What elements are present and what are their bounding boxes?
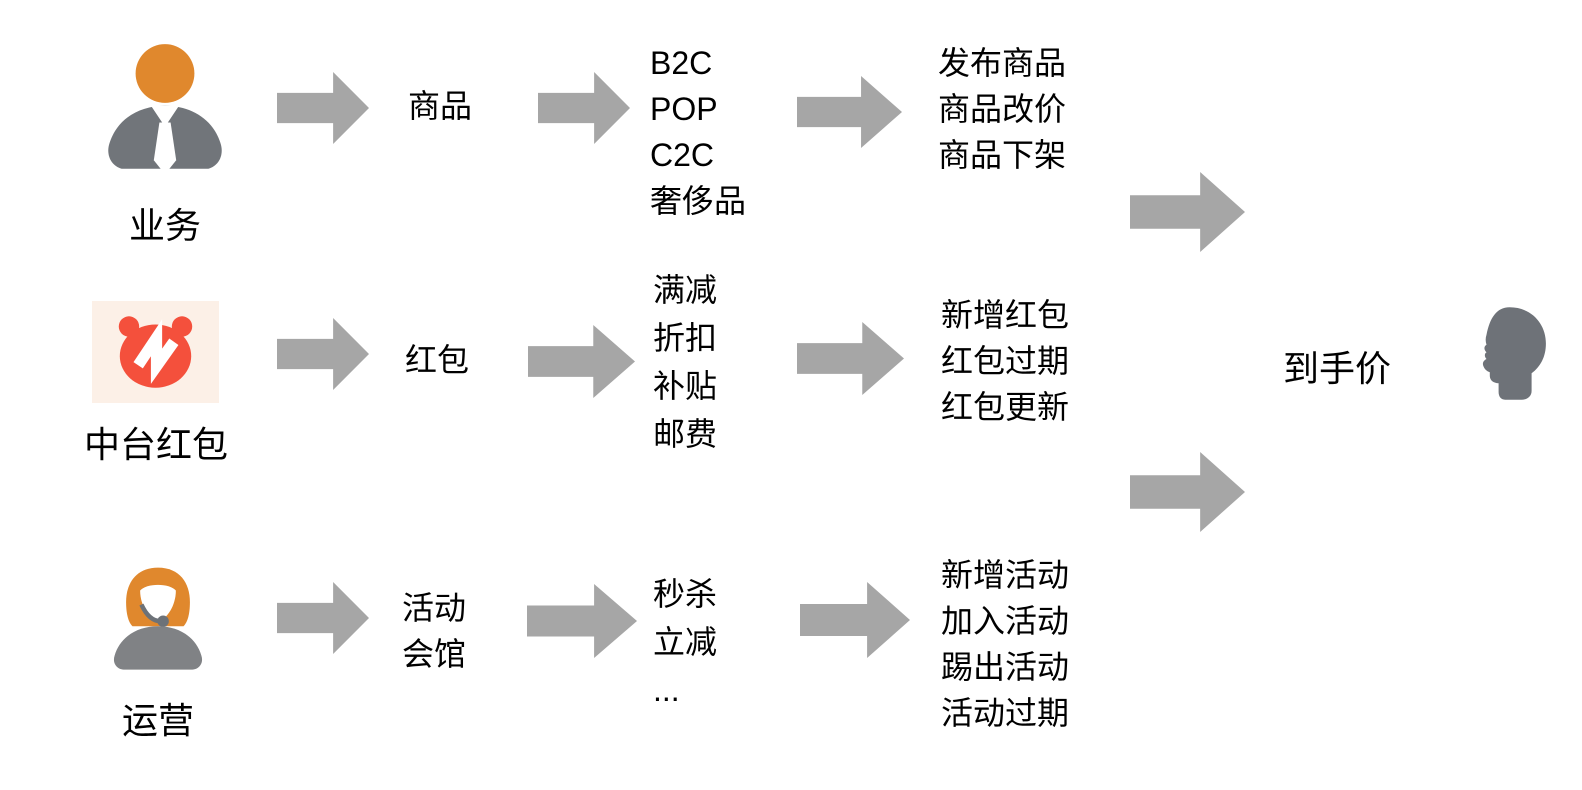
list-item: 新增红包 [941,297,1070,333]
actor-label-business: 业务 [128,205,201,246]
flow-arrow-icon [538,72,630,144]
flow-arrow-icon [800,582,910,658]
list-item: B2C [650,45,713,81]
actor-label-operations: 运营 [121,700,194,741]
redpacket-events-list: 新增红包 红包过期 红包更新 [941,292,1069,430]
list-item: 红包更新 [941,389,1070,425]
flow-arrow-icon [527,584,637,658]
activity-types-list: 秒杀 立减 ... [653,570,717,714]
flow-arrow-icon [277,318,369,390]
product-types-list: B2C POP C2C 奢侈品 [650,40,746,224]
converge-arrow-top-icon [1130,172,1245,252]
list-item: 立减 [653,624,718,660]
list-item: 新增活动 [941,557,1070,593]
domain-line: 商品 [408,88,473,124]
list-item: 红包过期 [941,343,1070,379]
flow-arrow-icon [797,322,904,395]
list-item: 踢出活动 [941,649,1070,685]
domain-redpacket: 红包 [405,337,469,383]
list-item: 加入活动 [941,603,1070,639]
businessman-icon [95,36,235,188]
list-item: 奢侈品 [650,183,747,219]
list-item: C2C [650,137,715,173]
domain-product: 商品 [408,83,472,129]
list-item: 邮费 [653,416,718,452]
list-item: 秒杀 [653,576,718,612]
list-item: 满减 [653,272,718,308]
flow-arrow-icon [277,72,369,144]
list-item: POP [650,91,718,127]
consumer-head-icon [1448,293,1558,425]
list-item: ... [653,672,680,708]
result-label: 到手价 [1283,348,1392,389]
operator-icon [93,551,223,685]
flow-arrow-icon [277,582,369,654]
flow-arrow-icon [797,76,902,148]
domain-line: 会馆 [402,636,467,672]
list-item: 补贴 [653,368,718,404]
redpacket-types-list: 满减 折扣 补贴 邮费 [653,266,717,458]
converge-arrow-bottom-icon [1130,452,1245,532]
list-item: 商品下架 [938,137,1067,173]
product-events-list: 发布商品 商品改价 商品下架 [938,40,1066,178]
domain-line: 活动 [402,590,467,626]
list-item: 发布商品 [938,45,1067,81]
actor-label-midplatform-redpacket: 中台红包 [83,424,228,465]
list-item: 折扣 [653,320,718,356]
flow-arrow-icon [528,325,635,398]
list-item: 活动过期 [941,695,1070,731]
activity-events-list: 新增活动 加入活动 踢出活动 活动过期 [941,552,1069,736]
list-item: 商品改价 [938,91,1067,127]
redpacket-icon [92,301,219,403]
domain-activity-hall: 活动 会馆 [402,585,466,677]
domain-line: 红包 [405,342,470,378]
